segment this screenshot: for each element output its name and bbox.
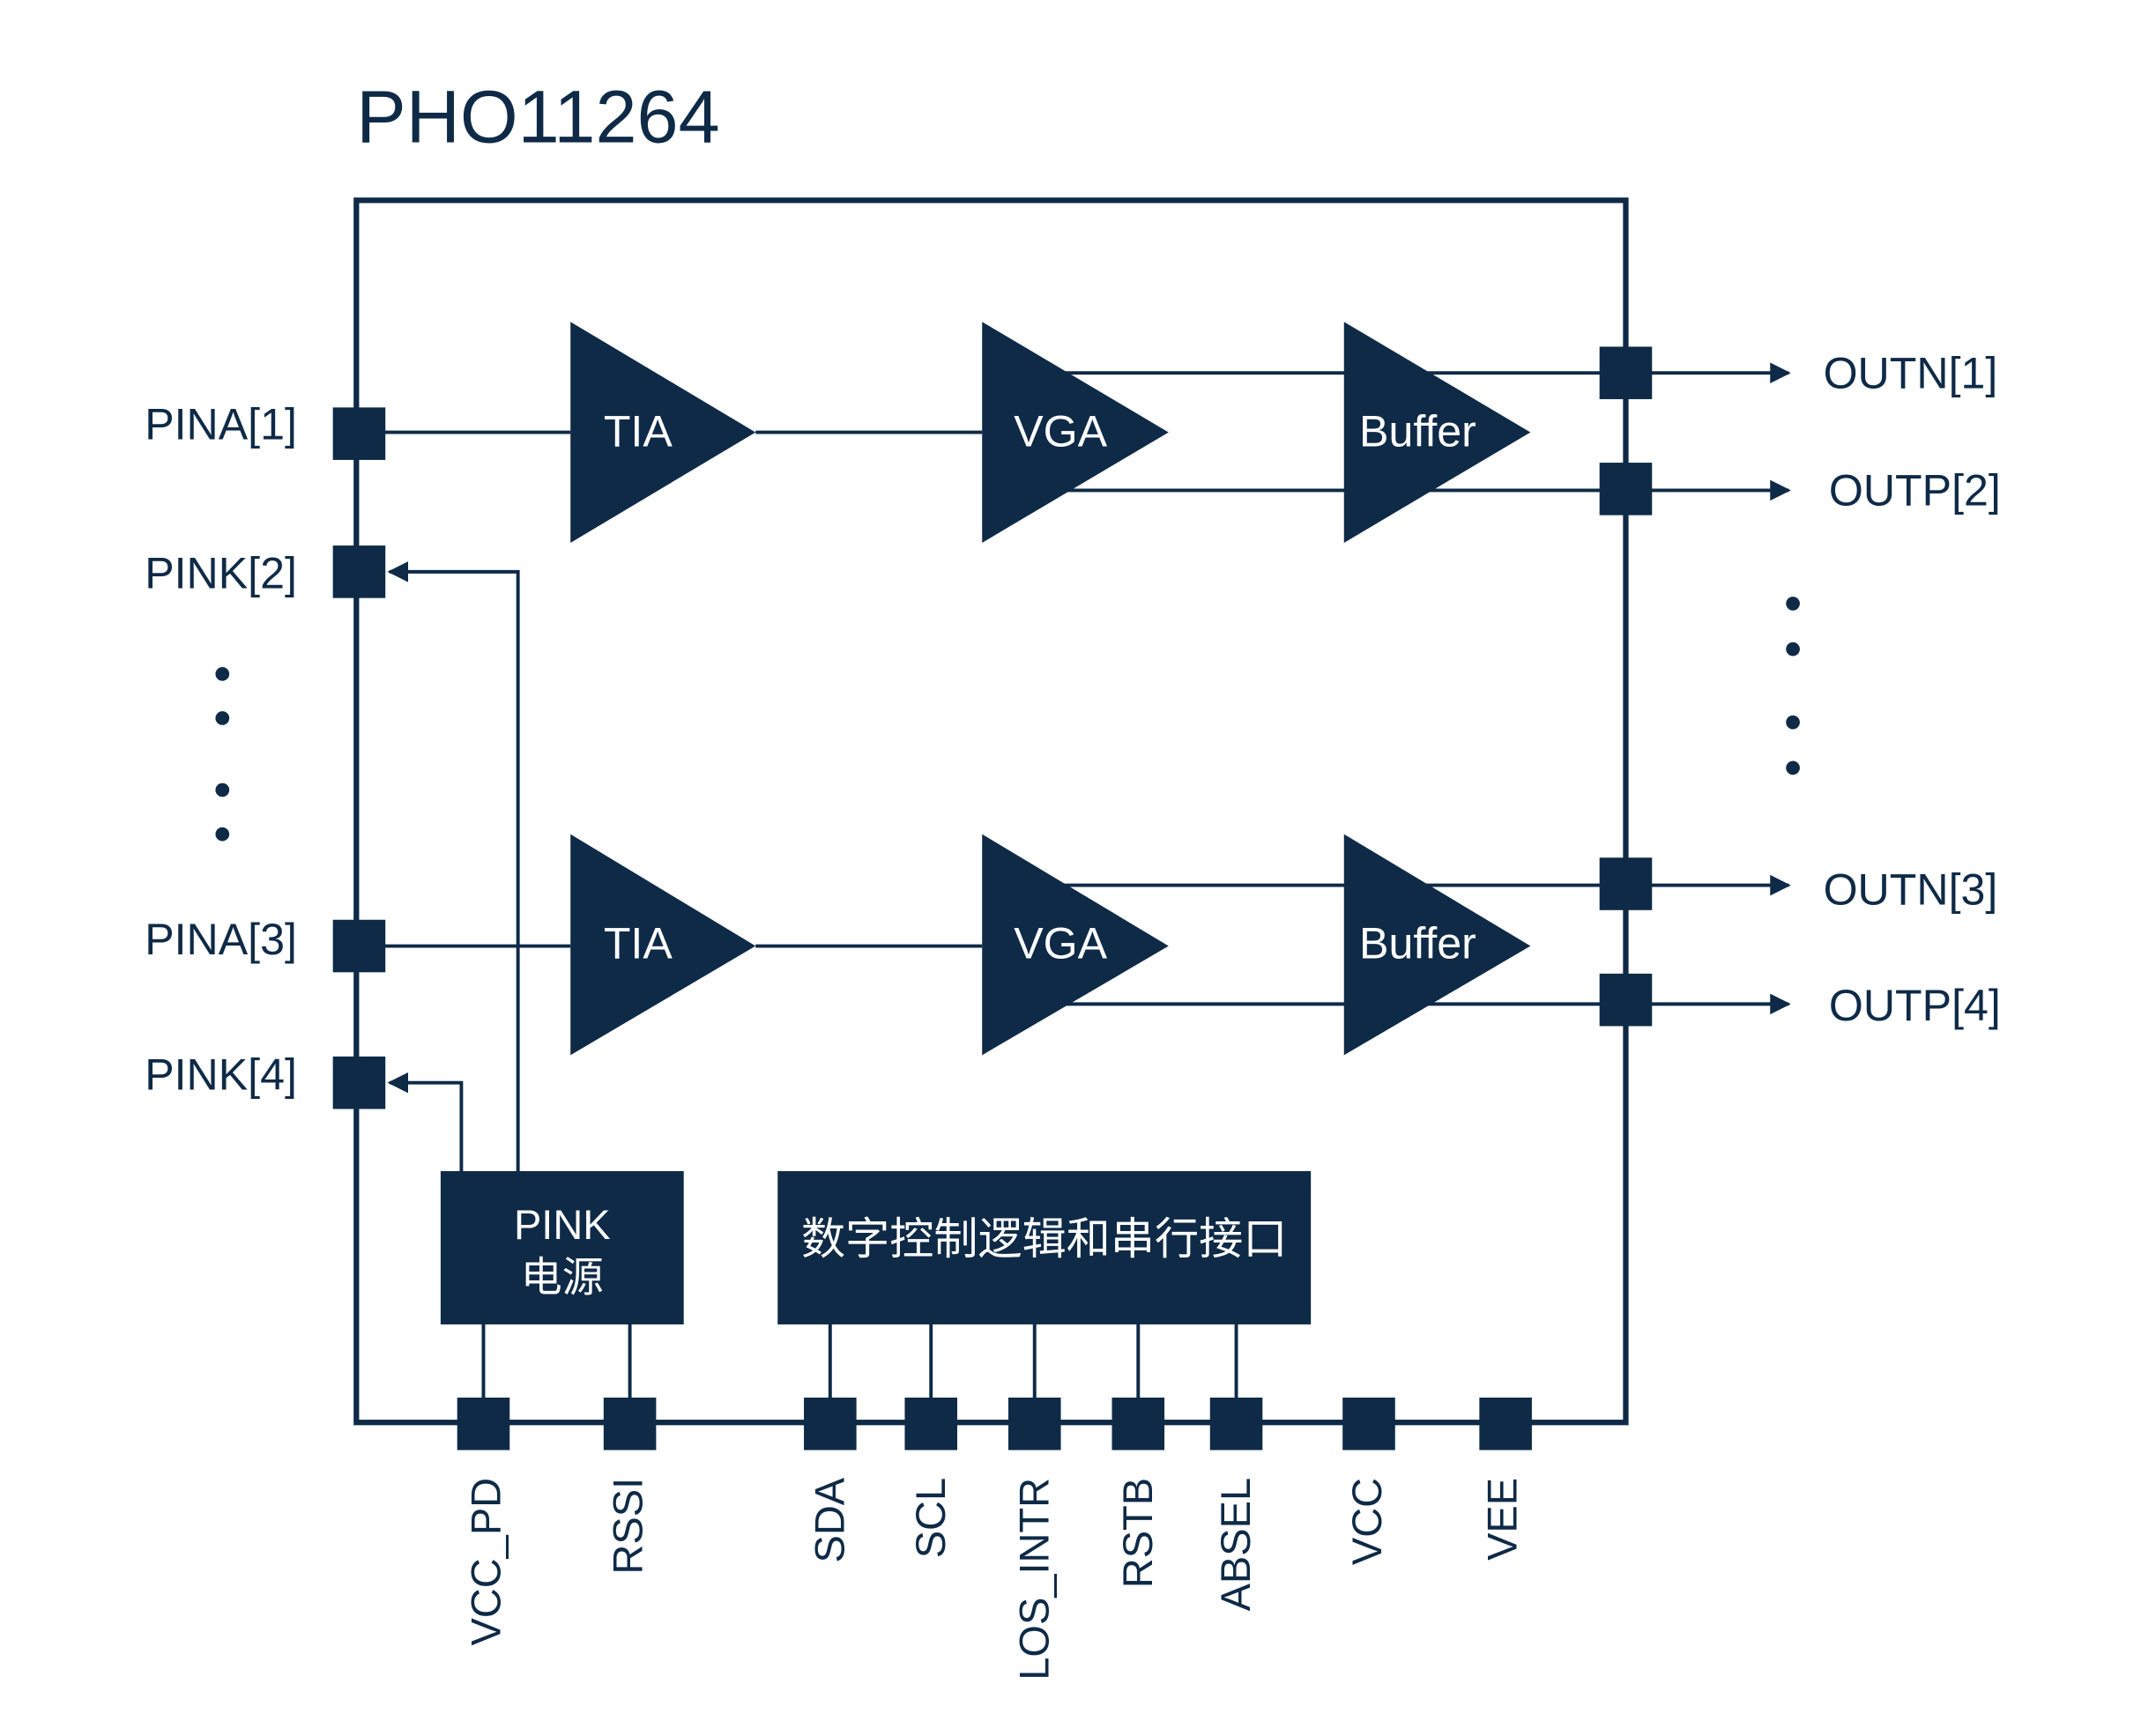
buffer-amplifier [1343, 322, 1531, 543]
pin-label-pina1: PINA[1] [145, 399, 297, 449]
ellipsis-dot [1786, 715, 1800, 730]
pin-label-outn1: OUTN[1] [1824, 348, 1998, 397]
pink-power-label-cn: 电源 [521, 1253, 604, 1300]
vga-label: VGA [1014, 919, 1107, 968]
buffer-label: Buffer [1359, 919, 1476, 968]
ellipsis-dot [1786, 642, 1800, 657]
pin-label-vcc: VCC [1343, 1478, 1390, 1565]
chip-title: PHO11264 [356, 74, 719, 158]
pin-label-outn3: OUTN[3] [1824, 865, 1998, 915]
pin-pad [332, 1056, 386, 1109]
pin-label-sda: SDA [806, 1477, 852, 1562]
pin-label-rstb: RSTB [1114, 1478, 1161, 1588]
pin-pad [1599, 346, 1653, 399]
pin-pad [1342, 1397, 1395, 1450]
pin-pad [1479, 1397, 1532, 1450]
pin-pad [1599, 857, 1653, 910]
chip-outline [353, 197, 1629, 1426]
ellipsis-dot [215, 711, 230, 725]
pin-label-outp2: OUTP[2] [1829, 466, 2001, 516]
pin-label-vee: VEE [1479, 1478, 1526, 1561]
ellipsis-dot [1786, 760, 1800, 775]
digital-control-block [777, 1170, 1312, 1324]
vga-label: VGA [1014, 406, 1107, 456]
pin-pad [1209, 1397, 1263, 1450]
pin-pad [1599, 973, 1653, 1027]
tia-amplifier [570, 834, 756, 1056]
ellipsis-dot [1786, 597, 1800, 611]
pin-pad [904, 1397, 957, 1450]
pin-label-los-intr: LOS_INTR [1010, 1478, 1057, 1680]
ellipsis-dot [215, 827, 230, 842]
buffer-label: Buffer [1359, 406, 1476, 456]
tia-label: TIA [604, 919, 673, 968]
tia-amplifier [570, 322, 756, 543]
tia-label: TIA [604, 406, 673, 456]
vga-amplifier [982, 834, 1169, 1056]
pin-pad [603, 1397, 657, 1450]
pink-power-label: PINK [514, 1201, 611, 1248]
ellipsis-dot [215, 783, 230, 798]
pink-power-block [440, 1170, 684, 1324]
pin-pad [457, 1397, 510, 1450]
pin-pad [332, 407, 386, 460]
pin-pad [1599, 463, 1653, 516]
pin-pad [1007, 1397, 1061, 1450]
pin-label-pink4: PINK[4] [145, 1050, 297, 1100]
pin-label-outp4: OUTP[4] [1829, 981, 2001, 1030]
pin-label-pink2: PINK[2] [145, 549, 297, 598]
pin-label-scl: SCL [907, 1478, 954, 1558]
pin-pad [804, 1397, 857, 1450]
pin-label-rssi: RSSI [605, 1478, 651, 1575]
buffer-amplifier [1343, 834, 1531, 1056]
digital-control-label: 数字控制逻辑和串行接口 [801, 1214, 1287, 1264]
pin-label-vcc-pd: VCC_PD [462, 1478, 509, 1646]
vga-amplifier [982, 322, 1169, 543]
pin-label-absel: ABSEL [1212, 1478, 1259, 1612]
pin-pad [332, 545, 386, 598]
pin-pad [1111, 1397, 1165, 1450]
pin-label-pina3: PINA[3] [145, 915, 297, 964]
ellipsis-dot [215, 666, 230, 681]
pin-pad [332, 919, 386, 973]
